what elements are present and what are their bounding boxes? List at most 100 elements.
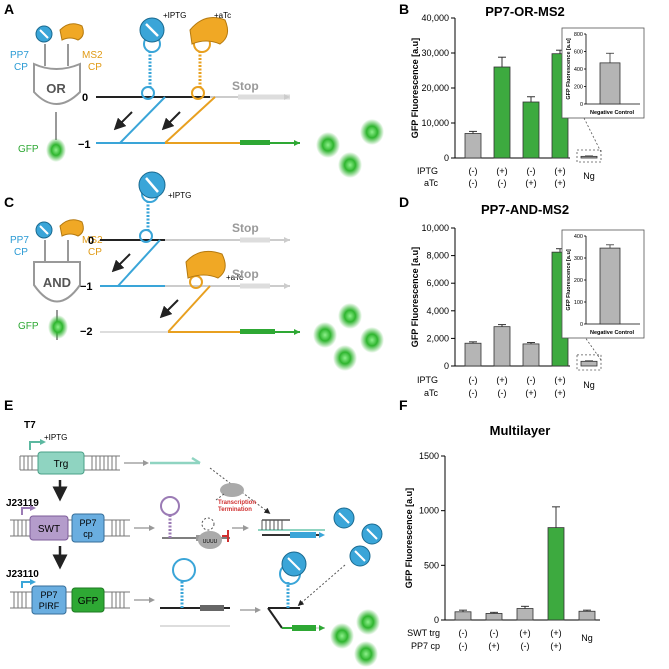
y-tick-label: 500: [424, 560, 439, 570]
switch-rna-hairpin: [160, 496, 230, 549]
bar: [464, 342, 482, 367]
category-label: (-): [498, 388, 507, 398]
pp7-coat-protein-icon: [35, 221, 53, 239]
bar: [522, 101, 540, 159]
or-gate-icon: [33, 44, 81, 140]
stop-label-2: Stop: [232, 267, 259, 281]
bar: [493, 66, 511, 159]
j23110-label: J23110: [6, 569, 39, 580]
category-label: (-): [459, 641, 468, 651]
e-iptg-label: +IPTG: [44, 433, 67, 442]
ms2-label: MS2: [82, 235, 103, 246]
uuuu-label: UUUU: [203, 539, 218, 545]
category-label: (-): [490, 628, 499, 638]
bar: [516, 608, 534, 621]
category-label: (+): [554, 388, 565, 398]
inset-y-tick-label: 300: [574, 256, 583, 262]
pp7-label: PP7: [10, 50, 29, 61]
inset-y-tick-label: 200: [574, 85, 583, 91]
ms2-protein-bound-icon: [189, 17, 229, 45]
category-label: (-): [459, 628, 468, 638]
pp7-label: PP7: [10, 235, 29, 246]
category-label: (-): [469, 375, 478, 385]
panel-label-c: C: [4, 194, 14, 210]
category-label: (+): [525, 178, 536, 188]
y-tick-label: 2,000: [426, 333, 449, 343]
transcription-label: Transcription: [218, 500, 256, 506]
gfp-glow-icon: [333, 345, 357, 371]
inset-bar: [599, 247, 621, 325]
ms2-cp-label: CP: [88, 62, 102, 73]
gfp-glow-icon: [338, 303, 362, 329]
ms2-cp-label: CP: [88, 247, 102, 258]
category-label: (+): [488, 641, 499, 651]
category-label: (+): [554, 166, 565, 176]
row-label: aTc: [424, 178, 439, 188]
category-label: (-): [498, 178, 507, 188]
y-tick-label: 6,000: [426, 278, 449, 288]
pp7-cp-label: CP: [14, 62, 28, 73]
polymerase-icon: [220, 483, 244, 497]
y-axis-label: GFP Fluorescence [a.u]: [404, 488, 414, 588]
level-minus2-label: −2: [80, 326, 93, 338]
pp7-cp-label: CP: [14, 247, 28, 258]
category-label: (+): [496, 166, 507, 176]
swt-label: SWT: [38, 524, 60, 535]
row-label: aTc: [424, 388, 439, 398]
t7-label: T7: [24, 420, 36, 431]
row-label: PP7 cp: [411, 641, 440, 651]
pirf-label: PIRF: [39, 601, 60, 611]
gfp-glow-icon: [316, 132, 340, 158]
y-tick-label: 4,000: [426, 306, 449, 316]
gfp-glow-icon: [360, 327, 384, 353]
inset-y-tick-label: 600: [574, 50, 583, 56]
inset-y-tick-label: 100: [574, 300, 583, 306]
inset-highlight-box: [576, 354, 602, 371]
iptg-label: +IPTG: [168, 191, 191, 200]
level-0-label: 0: [82, 92, 88, 104]
bar: [522, 343, 540, 367]
y-tick-label: 40,000: [421, 13, 449, 23]
gfp-label: GFP: [18, 321, 39, 332]
gfp-glow-icon: [338, 152, 362, 178]
stop-label: Stop: [232, 79, 259, 93]
inset-y-tick-label: 0: [580, 102, 583, 108]
inset-bar: [599, 62, 621, 105]
category-label: (-): [521, 641, 530, 651]
y-tick-label: 1000: [419, 506, 439, 516]
gfp-glow-icon: [356, 609, 380, 635]
ms2-coat-protein-icon: [59, 23, 84, 41]
category-label: (-): [469, 166, 478, 176]
row-label: IPTG: [417, 375, 438, 385]
stop-label-1: Stop: [232, 221, 259, 235]
inset-x-label: Negative Control: [590, 110, 634, 116]
y-tick-label: 0: [434, 615, 439, 625]
chart-title: PP7-AND-MS2: [481, 202, 569, 217]
row-label: SWT trg: [407, 628, 440, 638]
panel-label-e: E: [4, 397, 13, 413]
category-label: (+): [554, 178, 565, 188]
inset-y-label: GFP Fluorescence [a.u]: [566, 249, 572, 311]
dna-pirf-construct: [10, 579, 130, 615]
j23119-label: J23119: [6, 498, 39, 509]
gfp-glow-icon: [354, 641, 378, 667]
cp-box-label: cp: [83, 529, 93, 539]
category-label: (+): [550, 628, 561, 638]
pp7-coat-protein-icon: [35, 25, 53, 43]
category-label: (+): [496, 375, 507, 385]
y-tick-label: 20,000: [421, 83, 449, 93]
pp7-proteins-icon: [333, 507, 383, 567]
gfp-glow-icon: [360, 119, 384, 145]
inset-y-label: GFP Fluorescence [a.u]: [566, 38, 572, 100]
y-tick-label: 10,000: [421, 118, 449, 128]
trg-label: Trg: [54, 459, 69, 470]
bar: [485, 613, 503, 621]
pp7-cp-box-label: PP7: [79, 518, 96, 528]
category-label: (-): [527, 166, 536, 176]
and-gate-icon: [33, 240, 81, 340]
dna-trg-construct: [19, 439, 120, 475]
category-label: (+): [525, 388, 536, 398]
pirf-pp7-label: PP7: [40, 590, 57, 600]
inset-y-tick-label: 400: [574, 67, 583, 73]
